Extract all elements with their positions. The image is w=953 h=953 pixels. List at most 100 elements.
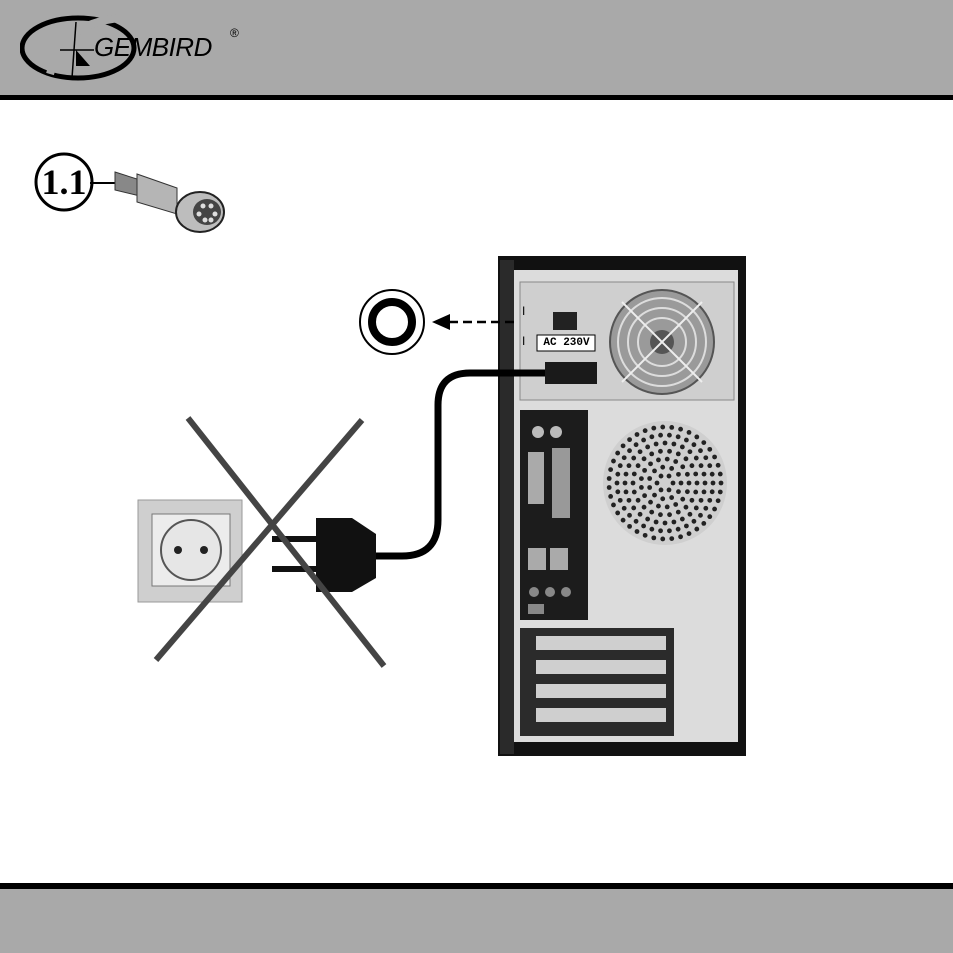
vent-hole	[716, 498, 721, 503]
vent-hole	[642, 505, 647, 510]
vent-hole	[618, 498, 623, 503]
vent-hole	[701, 521, 706, 526]
vent-hole	[687, 481, 692, 486]
vent-hole	[618, 463, 623, 468]
vent-hole	[698, 513, 703, 518]
vent-hole	[663, 441, 668, 446]
case-vent-grille	[603, 421, 727, 545]
vent-hole	[608, 467, 613, 472]
vent-hole	[712, 455, 717, 460]
vent-hole	[639, 476, 644, 481]
vent-hole	[676, 527, 681, 532]
vent-hole	[684, 505, 689, 510]
vent-hole	[685, 472, 690, 477]
vent-hole	[649, 451, 654, 456]
vent-hole	[649, 510, 654, 515]
vent-hole	[688, 449, 693, 454]
vent-hole	[634, 442, 639, 447]
vent-hole	[702, 490, 707, 495]
vent-hole	[631, 506, 636, 511]
vent-hole	[707, 514, 712, 519]
vent-hole	[656, 504, 661, 509]
vent-hole	[654, 442, 659, 447]
vent-hole	[638, 449, 643, 454]
power-button-icon	[360, 290, 424, 354]
vent-hole	[667, 433, 672, 438]
vent-hole	[678, 427, 683, 432]
vent-hole	[707, 463, 712, 468]
vent-hole	[718, 490, 723, 495]
vent-hole	[622, 455, 627, 460]
vent-hole	[627, 437, 632, 442]
vent-hole	[667, 474, 672, 479]
vent-hole	[693, 472, 698, 477]
pc-case-rear	[498, 256, 746, 756]
vent-hole	[703, 455, 708, 460]
power-switch	[553, 312, 577, 330]
vent-hole	[611, 503, 616, 508]
vent-hole	[631, 456, 636, 461]
vent-hole	[634, 519, 639, 524]
vent-hole	[703, 506, 708, 511]
vent-hole	[652, 469, 657, 474]
vent-hole	[627, 448, 632, 453]
vent-hole	[667, 512, 672, 517]
vent-hole	[669, 495, 674, 500]
vent-hole	[627, 513, 632, 518]
vent-hole	[692, 519, 697, 524]
vent-hole	[710, 472, 715, 477]
vent-hole	[684, 456, 689, 461]
vent-hole	[641, 524, 646, 529]
vent-hole	[645, 517, 650, 522]
vent-hole	[615, 472, 620, 477]
vent-hole	[654, 520, 659, 525]
vent-hole	[710, 489, 715, 494]
vent-hole	[673, 502, 678, 507]
vent-hole	[660, 425, 665, 430]
vent-hole	[694, 435, 699, 440]
vent-hole	[624, 472, 629, 477]
vent-hole	[660, 465, 665, 470]
vent-hole	[669, 536, 674, 541]
vent-hole	[624, 490, 629, 495]
vent-hole	[648, 500, 653, 505]
vent-hole	[669, 466, 674, 471]
vent-hole	[651, 535, 656, 540]
vent-hole	[694, 506, 699, 511]
vent-hole	[615, 511, 620, 516]
vent-hole	[687, 531, 692, 536]
vent-hole	[615, 489, 620, 494]
vent-hole	[607, 476, 612, 481]
vent-hole	[679, 481, 684, 486]
vent-hole	[622, 506, 627, 511]
vent-hole	[671, 481, 676, 486]
vent-hole	[658, 449, 663, 454]
vent-hole	[667, 528, 672, 533]
vent-hole	[658, 528, 663, 533]
vent-hole	[615, 481, 620, 486]
vent-hole	[716, 463, 721, 468]
vent-hole	[702, 472, 707, 477]
vent-hole	[636, 463, 641, 468]
vent-hole	[660, 537, 665, 542]
vent-hole	[635, 529, 640, 534]
vent-hole	[694, 456, 699, 461]
vent-hole	[692, 442, 697, 447]
vent-hole	[712, 507, 717, 512]
vent-hole	[635, 432, 640, 437]
vent-hole	[623, 481, 628, 486]
vent-hole	[639, 485, 644, 490]
vent-hole	[680, 445, 685, 450]
vent-hole	[676, 510, 681, 515]
vent-hole	[663, 521, 668, 526]
vent-hole	[665, 457, 670, 462]
vent-hole	[685, 489, 690, 494]
vent-hole	[655, 481, 660, 486]
vent-hole	[608, 494, 613, 499]
vent-hole	[647, 485, 652, 490]
vent-hole	[656, 458, 661, 463]
vent-hole	[642, 493, 647, 498]
vent-hole	[643, 428, 648, 433]
vent-hole	[647, 476, 652, 481]
